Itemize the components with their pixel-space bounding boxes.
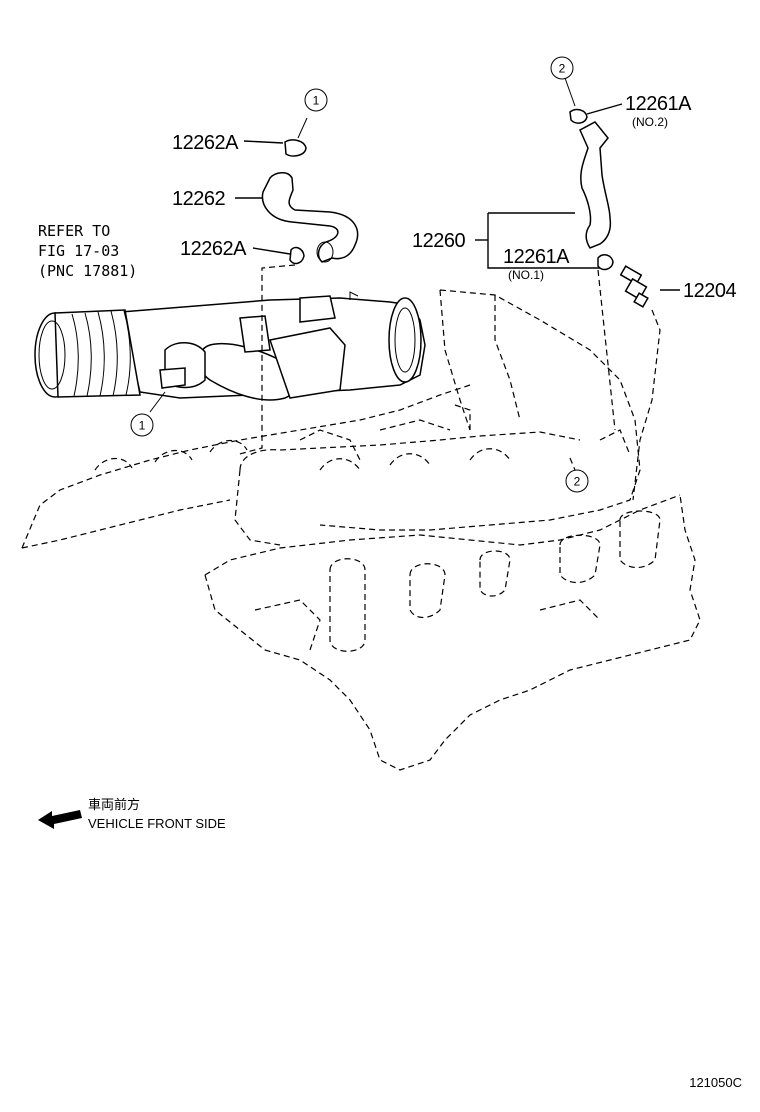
part-sublabel-no2: (NO.2) bbox=[632, 115, 668, 129]
refer-note-line1: REFER TO bbox=[38, 222, 110, 240]
part-label-12204: 12204 bbox=[683, 280, 736, 302]
refer-note-line3: (PNC 17881) bbox=[38, 262, 137, 280]
part-sublabel-no1: (NO.1) bbox=[508, 268, 544, 282]
svg-text:1: 1 bbox=[139, 419, 146, 433]
marker-2-top: 2 bbox=[550, 56, 574, 80]
air-intake-assembly bbox=[34, 291, 426, 401]
part-label-12262A-mid: 12262A bbox=[180, 238, 247, 260]
engine-block-outline bbox=[21, 384, 701, 771]
marker-2-bottom: 2 bbox=[565, 469, 589, 493]
direction-label-en: VEHICLE FRONT SIDE bbox=[88, 816, 226, 831]
part-label-12261A-mid: 12261A bbox=[503, 246, 570, 268]
part-label-12262: 12262 bbox=[172, 188, 225, 210]
part-label-12261A-top: 12261A bbox=[625, 93, 692, 115]
svg-text:2: 2 bbox=[574, 475, 581, 489]
hose-12262 bbox=[261, 172, 359, 263]
diagram-id: 121050C bbox=[689, 1075, 742, 1090]
marker-1-bottom: 1 bbox=[130, 413, 154, 437]
hose-12260 bbox=[579, 121, 612, 249]
leader-lines bbox=[149, 77, 680, 501]
svg-text:1: 1 bbox=[313, 94, 320, 108]
clamps bbox=[284, 108, 614, 271]
part-label-12260: 12260 bbox=[412, 230, 465, 252]
part-label-12262A-top: 12262A bbox=[172, 132, 239, 154]
pcv-valve-12204 bbox=[619, 265, 649, 308]
svg-text:2: 2 bbox=[559, 62, 566, 76]
refer-note-line2: FIG 17-03 bbox=[38, 242, 119, 260]
direction-label-jp: 車両前方 bbox=[88, 797, 140, 812]
marker-1-top: 1 bbox=[304, 88, 328, 112]
intake-manifold-outline bbox=[234, 289, 641, 546]
front-direction-arrow-icon bbox=[38, 810, 82, 829]
